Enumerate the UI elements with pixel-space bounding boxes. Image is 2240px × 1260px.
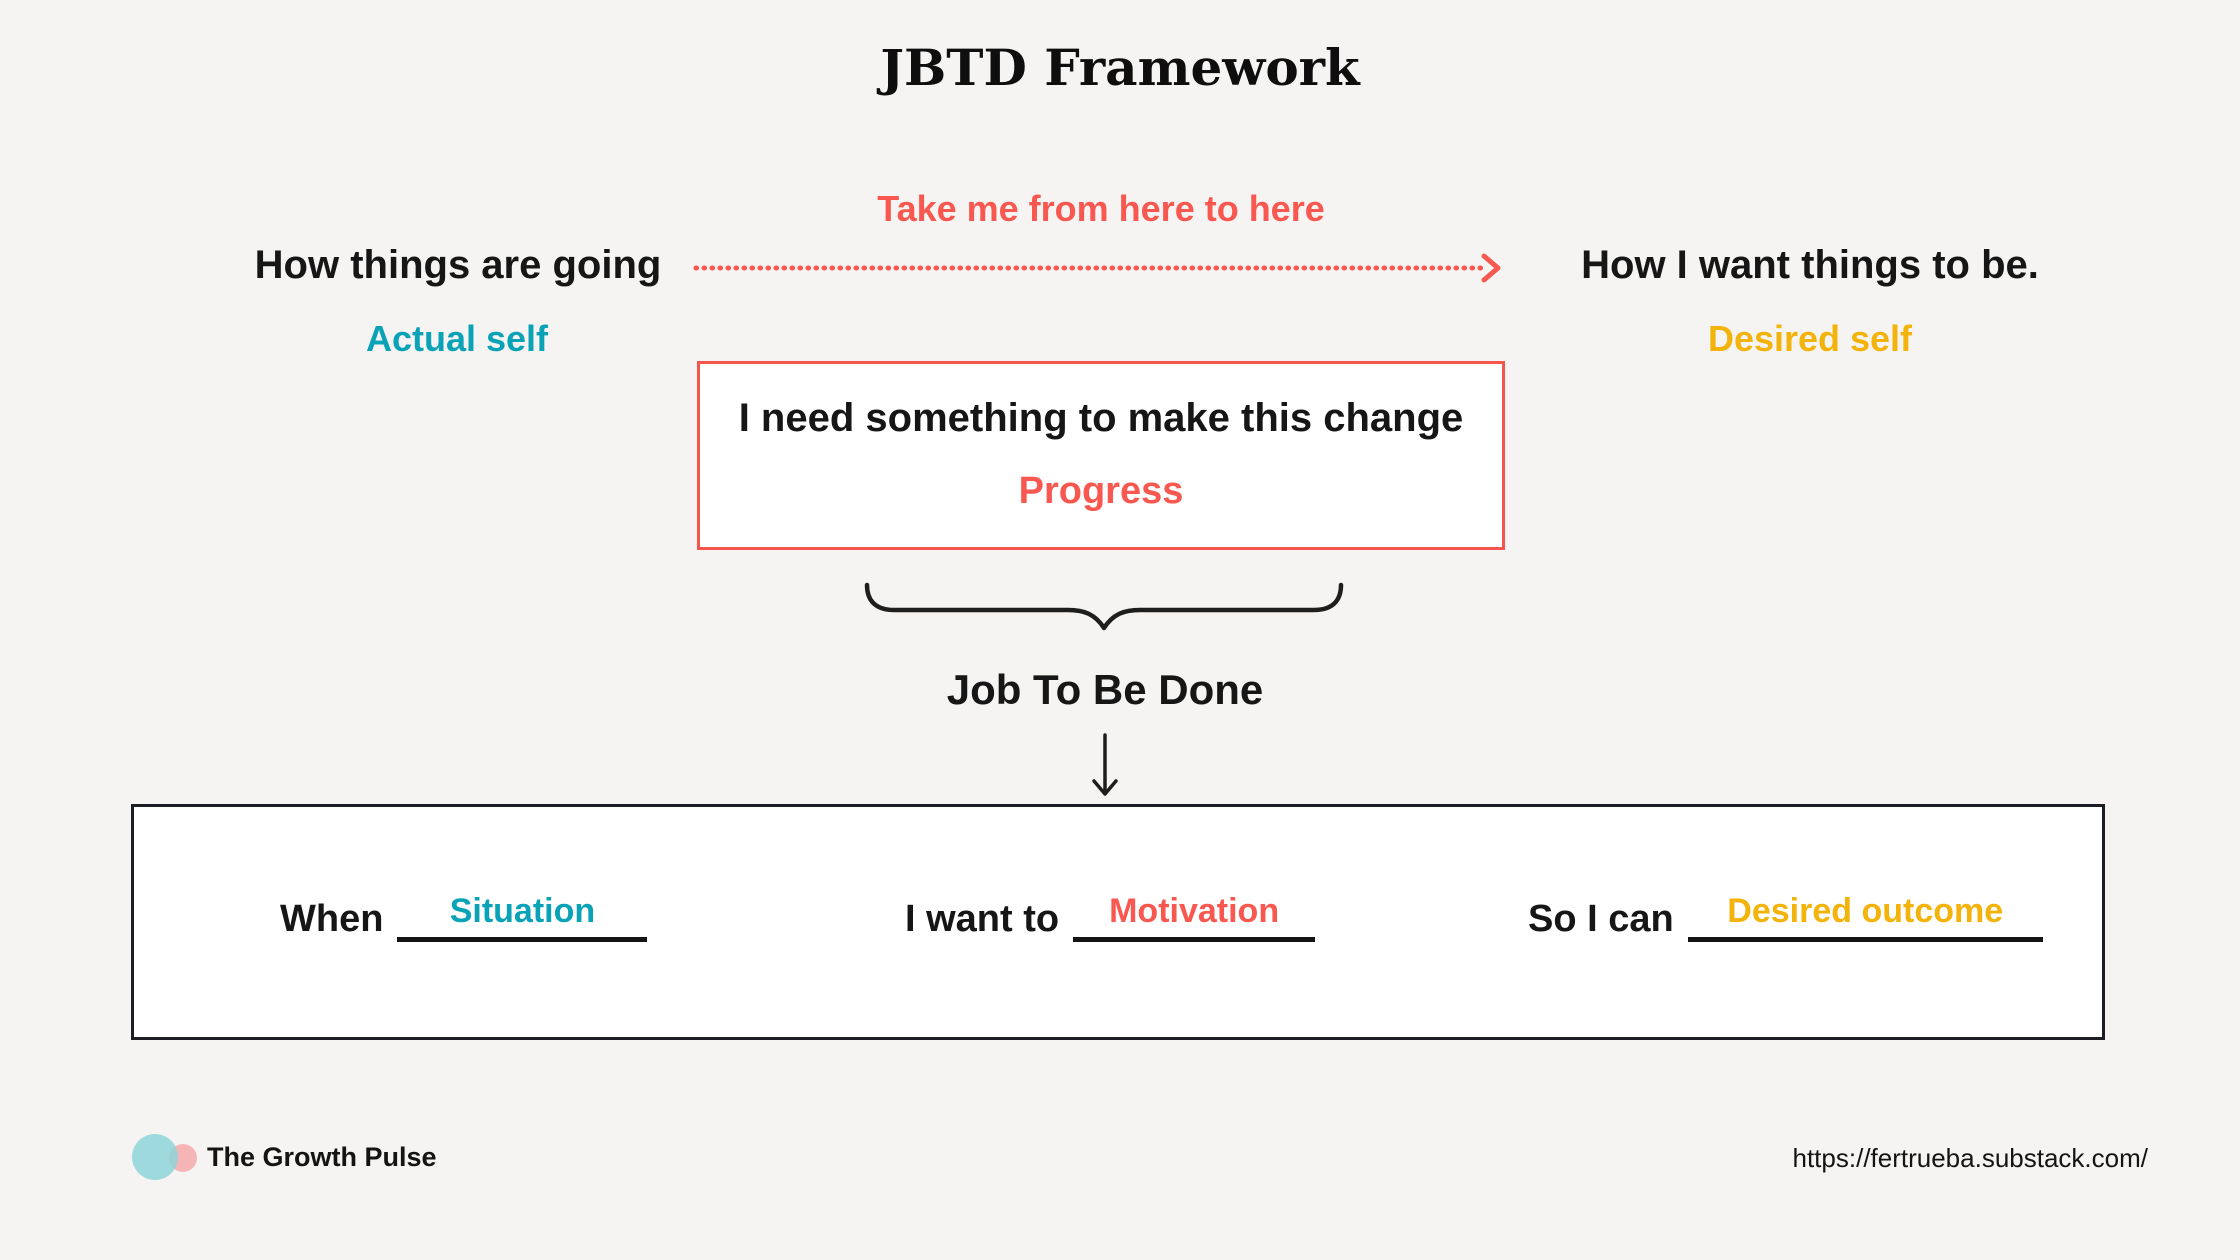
so-i-can-prefix: So I can [1528,898,1674,940]
desired-outcome-blank: Desired outcome [1687,891,2043,942]
brace-icon [864,582,1344,631]
brand-logo [132,1134,197,1180]
statement-segment-when: When Situation [280,891,648,942]
down-arrow-icon [1092,733,1118,796]
jtbd-statement-box: When Situation I want to Motivation So I… [131,804,2105,1040]
from-heading: How things are going [254,243,662,287]
actual-self-label: Actual self [365,318,549,359]
need-box: I need something to make this change Pro… [697,361,1505,550]
footer-url: https://fertrueba.substack.com/ [1792,1143,2149,1173]
progress-label: Progress [1018,470,1184,512]
logo-teal-circle [132,1134,178,1180]
need-statement: I need something to make this change [738,396,1464,440]
brand-name: The Growth Pulse [207,1142,437,1172]
desired-self-label: Desired self [1707,318,1913,359]
motivation-blank: Motivation [1073,891,1316,942]
transition-arrow-label: Take me from here to here [877,188,1325,229]
dotted-arrow-icon [693,253,1501,283]
statement-segment-can: So I can Desired outcome [1528,891,2043,942]
i-want-to-prefix: I want to [905,898,1060,940]
diagram-title: JBTD Framework [880,38,1360,97]
when-prefix: When [280,898,384,940]
to-heading: How I want things to be. [1581,243,2039,287]
situation-blank: Situation [397,891,648,942]
job-to-be-done-label: Job To Be Done [946,666,1264,713]
statement-segment-want: I want to Motivation [905,891,1316,942]
